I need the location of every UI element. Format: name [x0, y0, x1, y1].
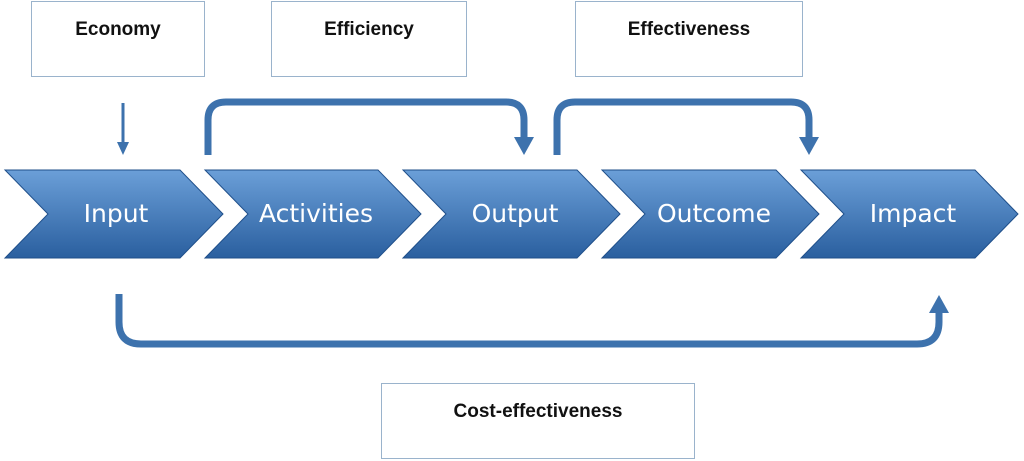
stage-chevron-input: Input — [3, 169, 224, 259]
stage-chevron-output: Output — [401, 169, 621, 259]
cost-effectiveness-connector-arrow — [115, 294, 949, 348]
effectiveness-label-box: Effectiveness — [575, 1, 803, 77]
economy-down-arrow — [117, 103, 129, 155]
stage-chevron-outcome: Outcome — [600, 169, 820, 259]
effectiveness-label: Effectiveness — [627, 19, 751, 40]
stage-chevron-impact: Impact — [799, 169, 1019, 259]
economy-label: Economy — [75, 19, 161, 40]
stage-chevrons: Input Activities Output Outcome Impact — [3, 169, 1019, 259]
cost-effectiveness-label: Cost-effectiveness — [453, 401, 623, 422]
stage-label-activities: Activities — [259, 199, 373, 228]
efficiency-connector-arrow — [204, 98, 534, 155]
stage-label-outcome: Outcome — [657, 199, 771, 228]
stage-label-output: Output — [472, 199, 559, 228]
stage-label-impact: Impact — [870, 199, 957, 228]
cost-effectiveness-label-box: Cost-effectiveness — [381, 383, 695, 459]
effectiveness-connector-arrow — [553, 98, 819, 155]
efficiency-label: Efficiency — [324, 19, 414, 40]
efficiency-label-box: Efficiency — [271, 1, 467, 77]
stage-label-input: Input — [84, 199, 149, 228]
stage-chevron-activities: Activities — [203, 169, 422, 259]
economy-label-box: Economy — [31, 1, 205, 77]
